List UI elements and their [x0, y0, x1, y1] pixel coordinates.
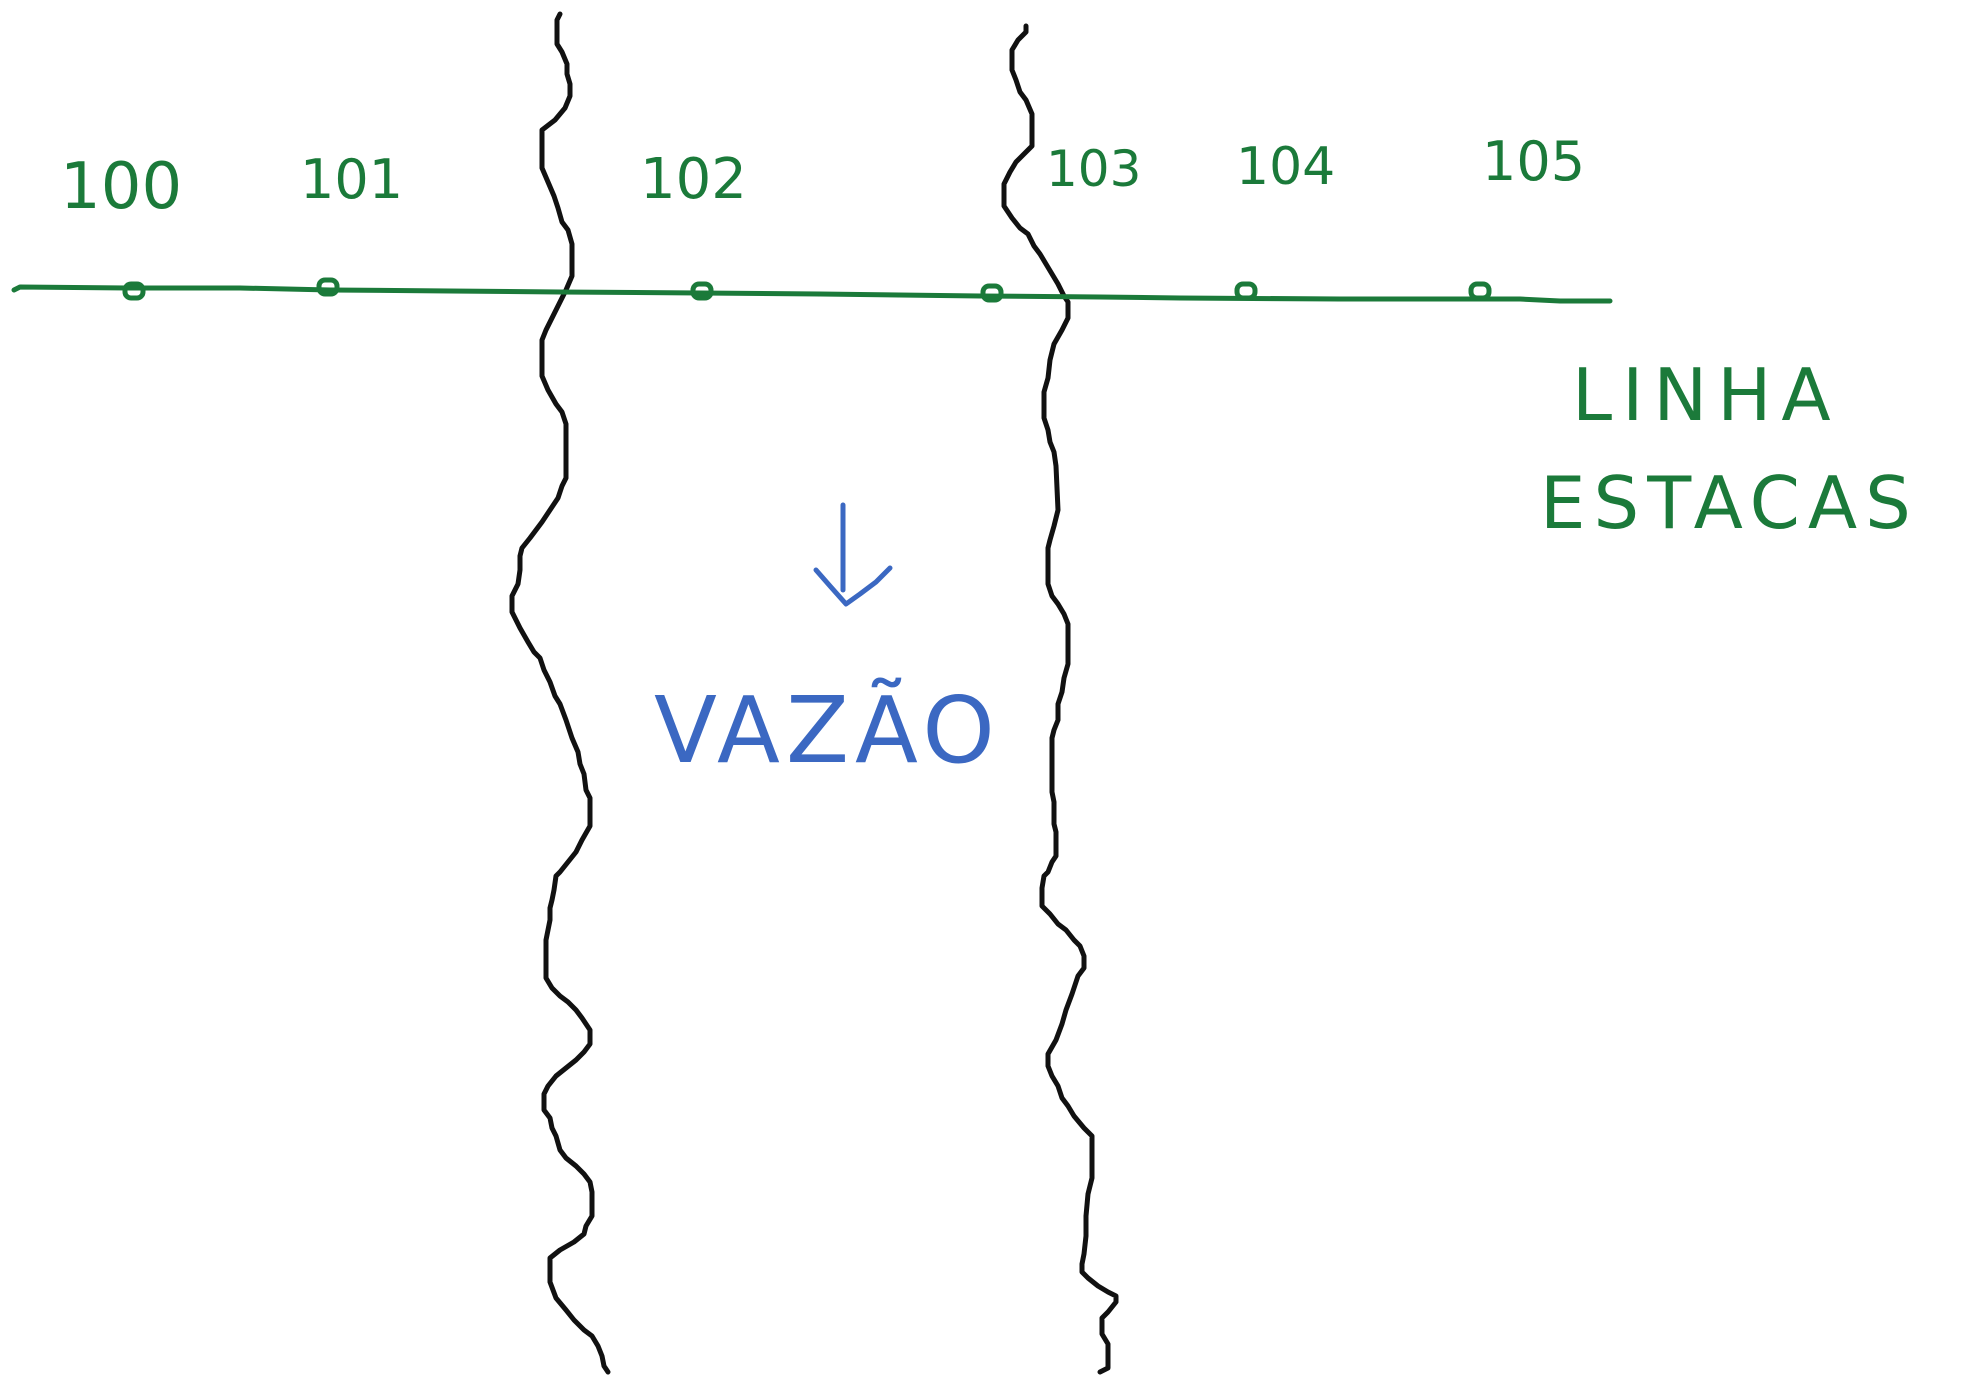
station-label-102: 102 [640, 147, 747, 212]
stake-marker-101 [316, 277, 340, 297]
stake-marker-104 [1234, 281, 1258, 301]
right-river-bank [1001, 23, 1119, 1375]
left-river-bank [509, 11, 611, 1375]
station-label-101: 101 [300, 148, 403, 211]
line-label: LINHA ESTACAS [1540, 353, 1919, 545]
stake-line [11, 284, 1613, 304]
line-label-estacas: ESTACAS [1540, 461, 1919, 545]
station-labels: 100 101 102 103 104 105 [60, 130, 1585, 224]
stake-marker-103 [980, 283, 1004, 303]
stake-marker-105 [1468, 281, 1492, 301]
stake-marker-102 [690, 281, 714, 301]
arrow-down-icon [813, 502, 893, 607]
stake-marker-100 [122, 281, 146, 301]
station-label-100: 100 [60, 150, 182, 224]
line-label-linha: LINHA [1572, 353, 1841, 437]
station-label-103: 103 [1046, 140, 1141, 198]
station-label-105: 105 [1482, 130, 1585, 193]
station-label-104: 104 [1236, 137, 1335, 197]
flow-label: VAZÃO [654, 677, 1001, 784]
stake-markers [122, 277, 1492, 303]
